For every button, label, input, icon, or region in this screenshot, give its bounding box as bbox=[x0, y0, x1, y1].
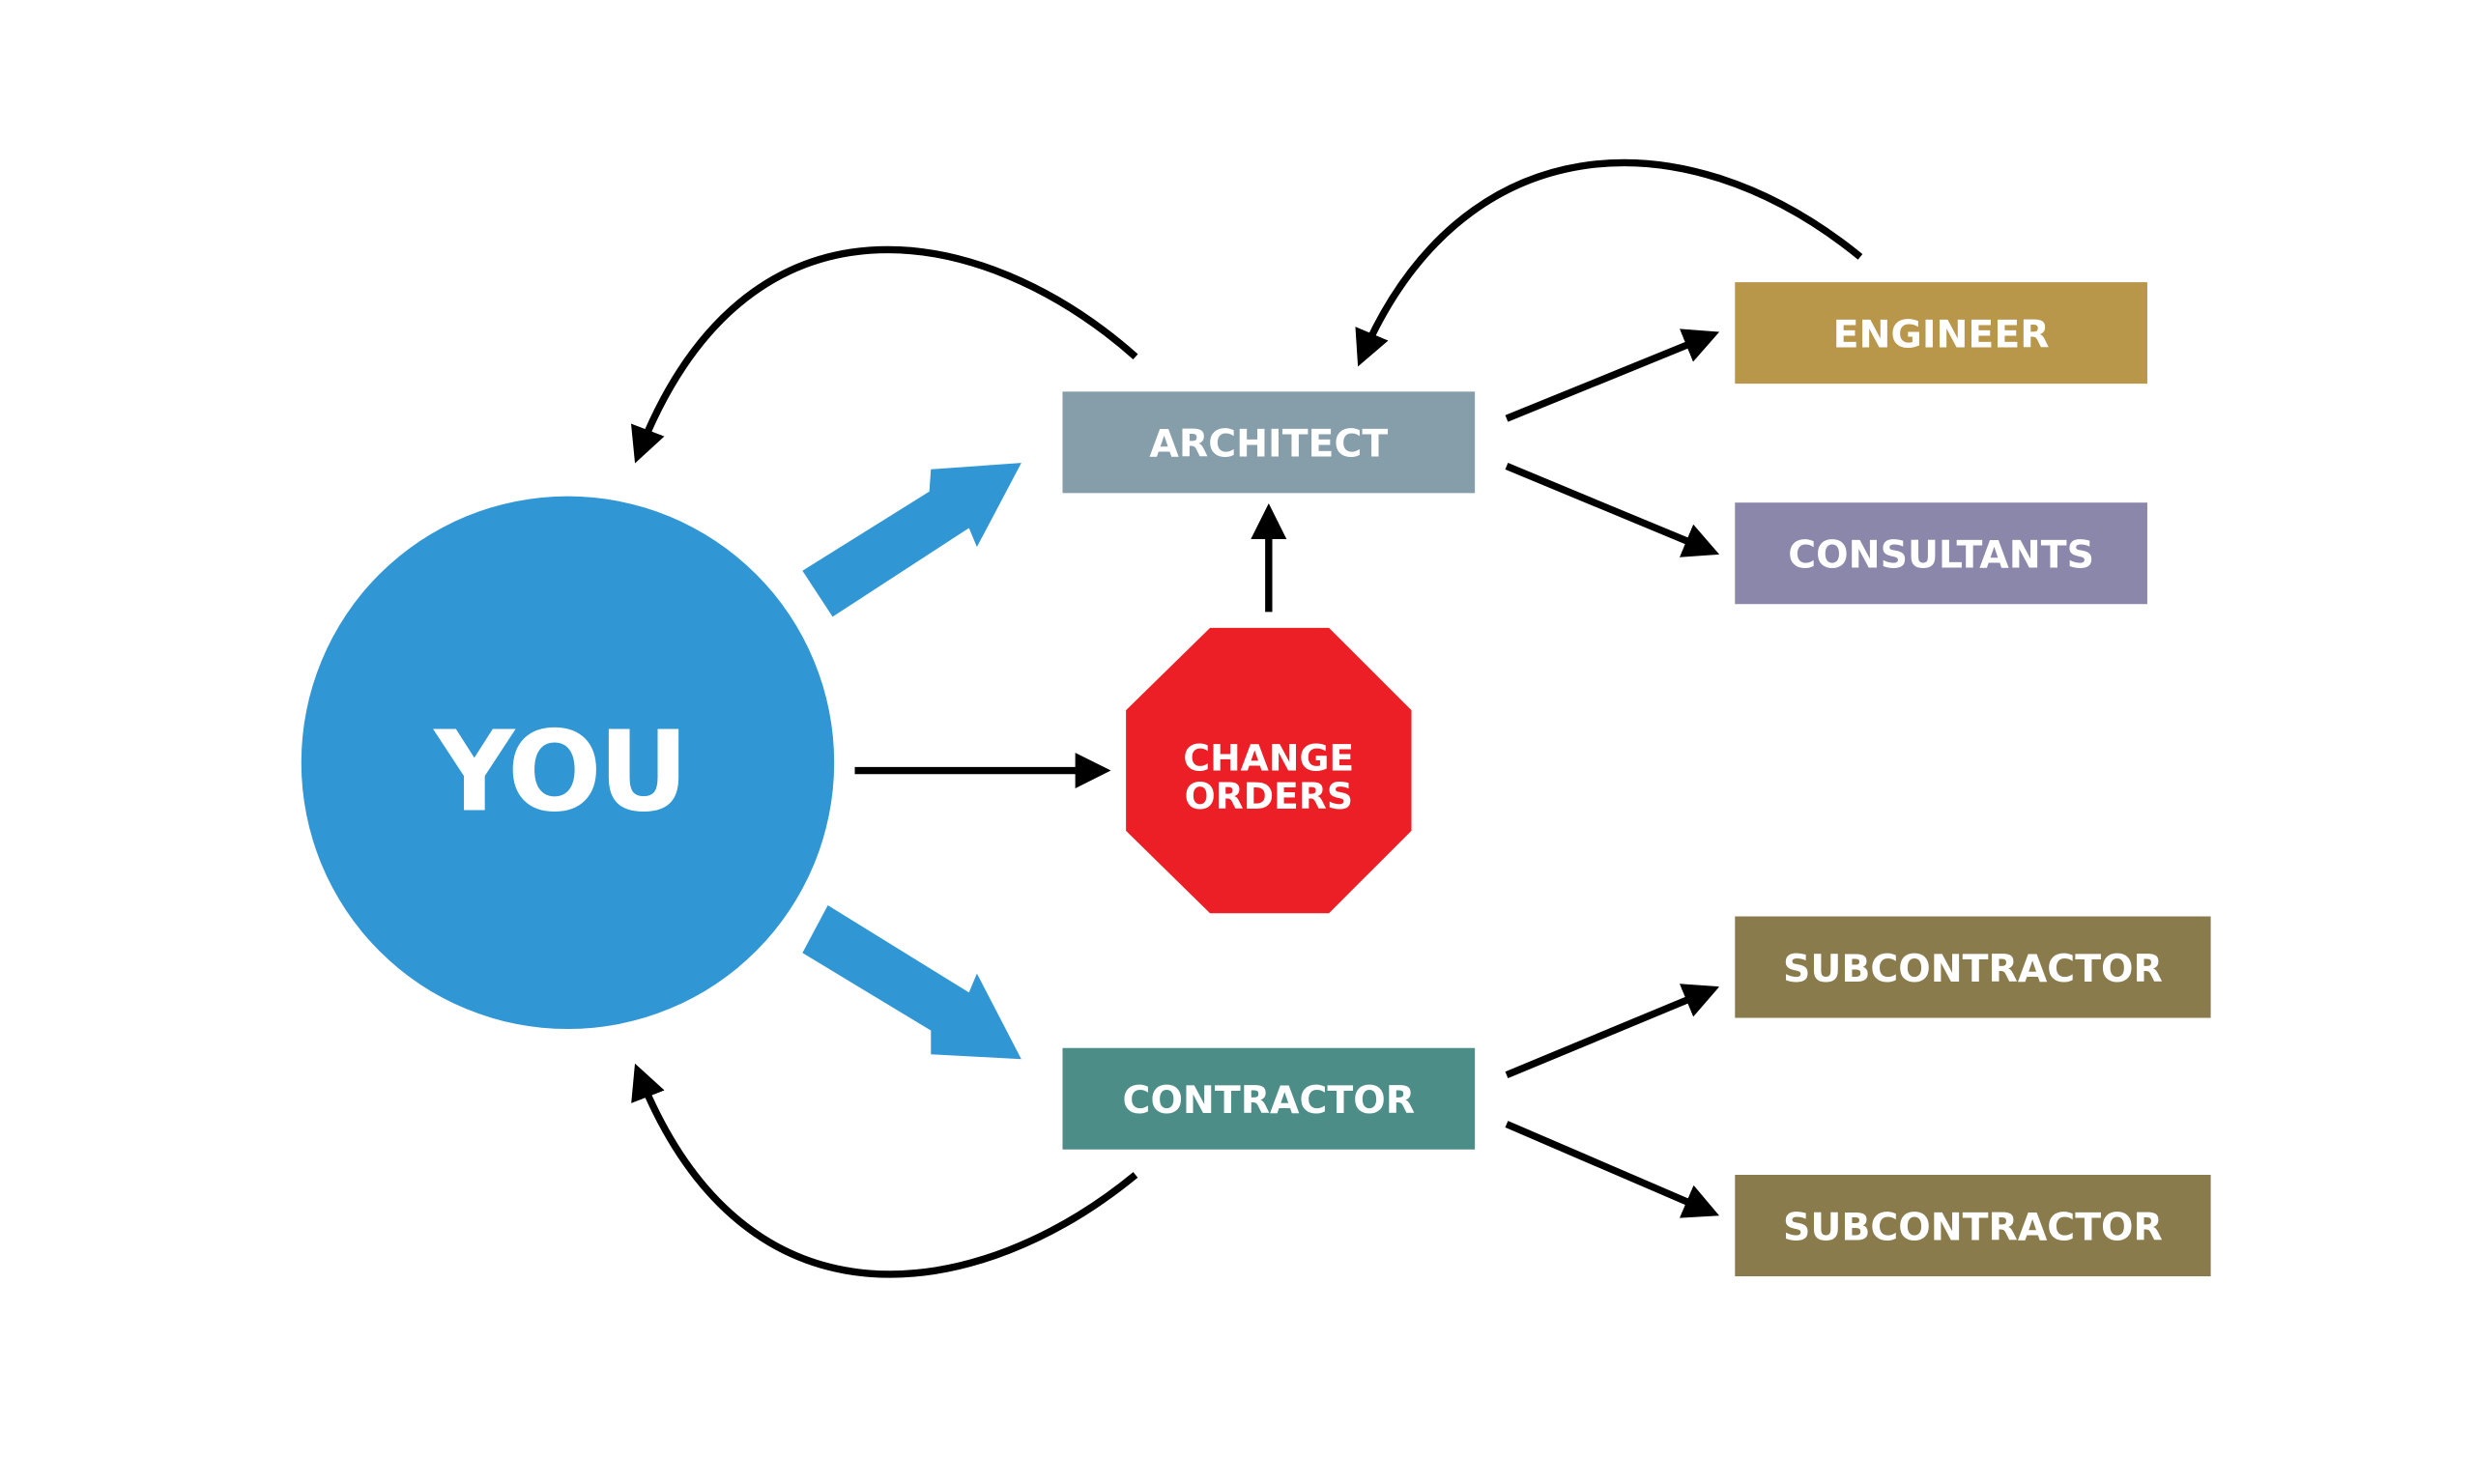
contractor-to-you-curved-arrow bbox=[631, 1063, 1138, 1278]
engineer-label: ENGINEER bbox=[1833, 312, 2050, 357]
contractor-box bbox=[1062, 1047, 1476, 1150]
consultants-node: CONSULTANTS bbox=[1735, 502, 2147, 605]
engineer-to-architect-curved-arrow bbox=[1355, 158, 1863, 367]
subcontractor-box-2 bbox=[1735, 1175, 2211, 1277]
architect-box bbox=[1062, 391, 1476, 494]
contractor-node: CONTRACTOR bbox=[1062, 1047, 1476, 1150]
contractor-label: CONTRACTOR bbox=[1123, 1078, 1416, 1123]
contractor-to-subcontractor-2-arrow bbox=[1505, 1121, 1720, 1218]
architect-to-you-curved-arrow bbox=[631, 245, 1138, 464]
subcontractor-label-1: SUBCONTRACTOR bbox=[1783, 947, 2163, 991]
consultants-label: CONSULTANTS bbox=[1788, 532, 2094, 577]
architect-node: ARCHITECT bbox=[1062, 391, 1476, 494]
architect-to-consultants-arrow bbox=[1505, 463, 1720, 557]
engineer-box bbox=[1735, 282, 2147, 385]
stop-sign-octagon bbox=[1126, 627, 1412, 914]
you-label: YOU bbox=[432, 708, 685, 838]
change-orders-label-line1: CHANGE bbox=[1183, 737, 1354, 780]
architect-to-engineer-arrow bbox=[1505, 328, 1720, 422]
subcontractor-node-2: SUBCONTRACTOR bbox=[1735, 1175, 2211, 1277]
you-to-contractor-arrow bbox=[802, 905, 1021, 1060]
subcontractor-box-1 bbox=[1735, 916, 2211, 1018]
architect-label: ARCHITECT bbox=[1149, 422, 1388, 467]
consultants-box bbox=[1735, 502, 2147, 605]
subcontractor-node-1: SUBCONTRACTOR bbox=[1735, 916, 2211, 1018]
contractor-to-subcontractor-1-arrow bbox=[1505, 984, 1720, 1079]
change-orders-node: CHANGE ORDERS bbox=[1126, 627, 1412, 914]
engineer-node: ENGINEER bbox=[1735, 282, 2147, 385]
you-to-architect-arrow bbox=[802, 463, 1021, 617]
change-orders-label-line2: ORDERS bbox=[1185, 775, 1353, 817]
subcontractor-label-2: SUBCONTRACTOR bbox=[1783, 1205, 2163, 1249]
you-node: YOU bbox=[301, 496, 835, 1030]
you-circle bbox=[301, 496, 835, 1030]
